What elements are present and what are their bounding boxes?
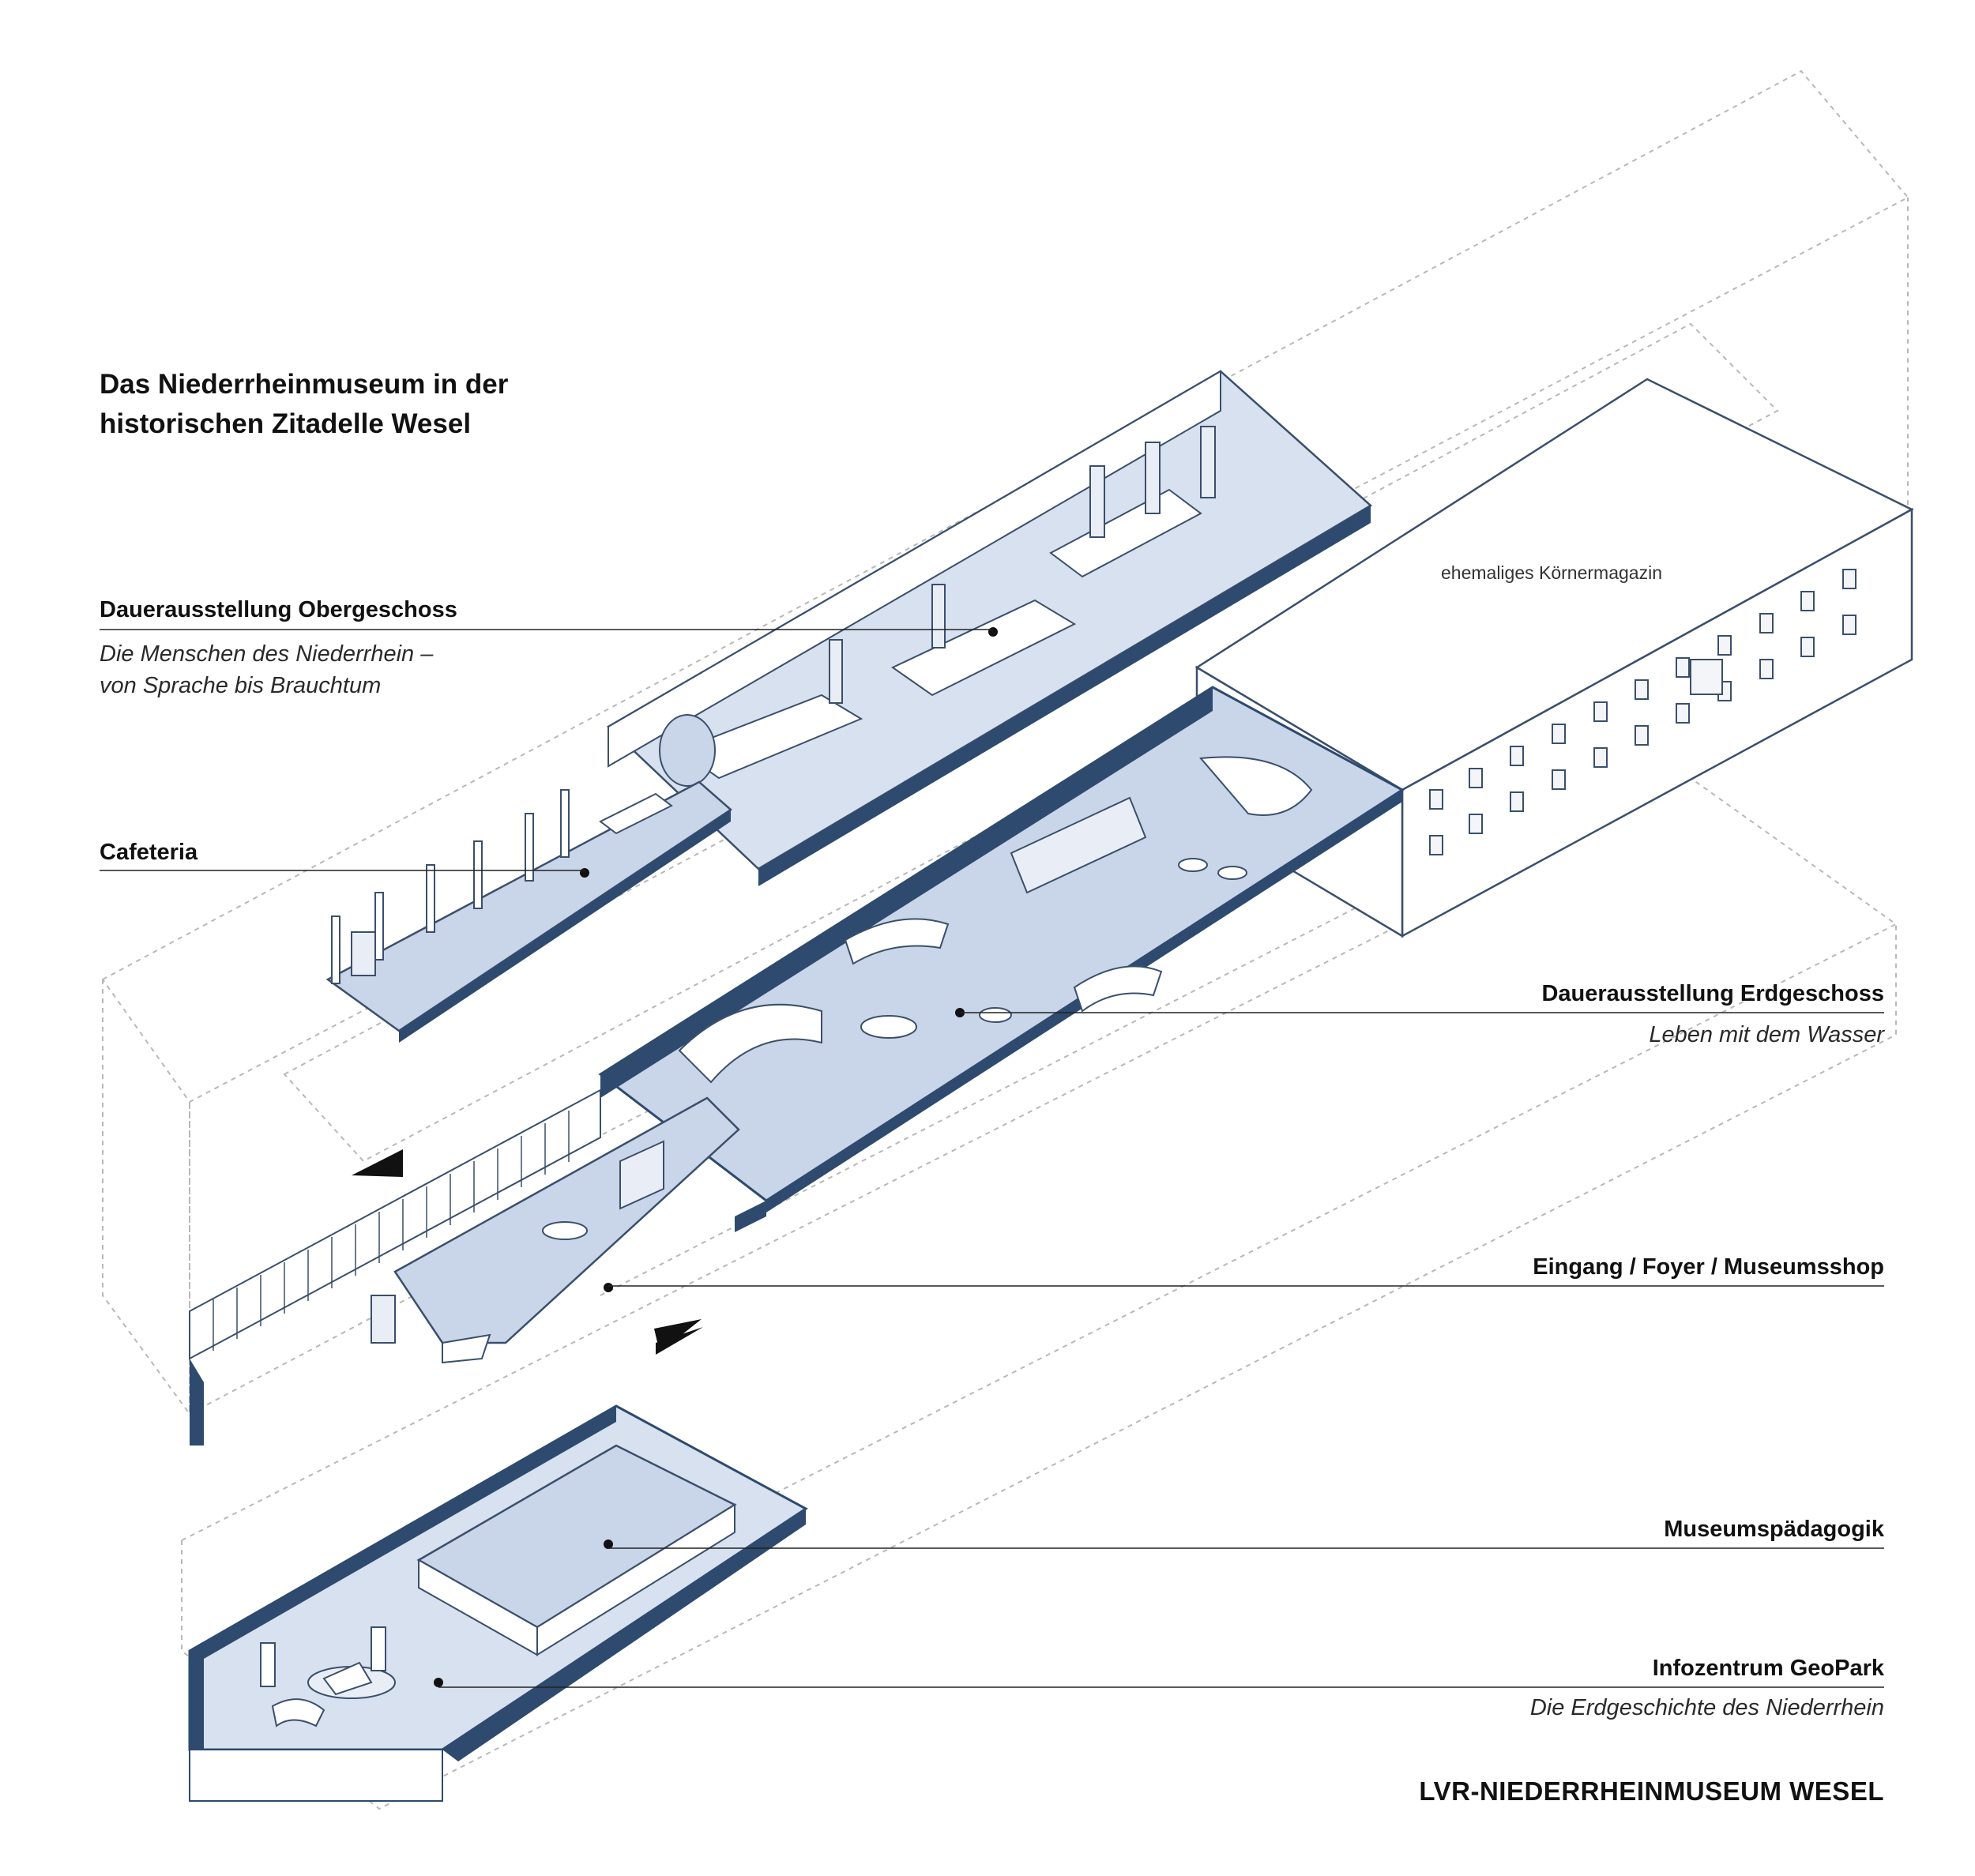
erdgeschoss-hall [598, 686, 1405, 1232]
subtitle-geopark: Die Erdgeschichte des Niederrhein [1529, 1695, 1884, 1720]
label-museumspaedagogik: Museumspädagogik [1664, 1517, 1884, 1542]
cafeteria-terrace [325, 780, 733, 1043]
building-label: ehemaliges Körnermagazin [1441, 562, 1662, 583]
entrance-arrow-lower [656, 1327, 703, 1355]
leader-lines [100, 629, 1884, 1688]
subtitle-erdgeschoss: Leben mit dem Wasser [1649, 1022, 1884, 1047]
building-windows [1429, 569, 1856, 855]
entrance-arrow-upper [352, 1149, 403, 1177]
label-obergeschoss: Dauerausstellung Obergeschoss [100, 597, 457, 622]
eingang-foyer [189, 1088, 740, 1446]
page-title: Das Niederrheinmuseum in der historische… [100, 369, 509, 439]
label-eingang: Eingang / Foyer / Museumsshop [1533, 1254, 1884, 1280]
label-erdgeschoss: Dauerausstellung Erdgeschoss [1541, 981, 1884, 1006]
basement-level [188, 1404, 808, 1802]
obergeschoss-floor [606, 370, 1373, 886]
brand-name: LVR-NIEDERRHEINMUSEUM WESEL [1419, 1776, 1884, 1806]
label-cafeteria: Cafeteria [100, 840, 198, 865]
label-geopark: Infozentrum GeoPark [1652, 1656, 1884, 1681]
subtitle-obergeschoss: Die Menschen des Niederrhein – von Sprac… [100, 641, 434, 698]
